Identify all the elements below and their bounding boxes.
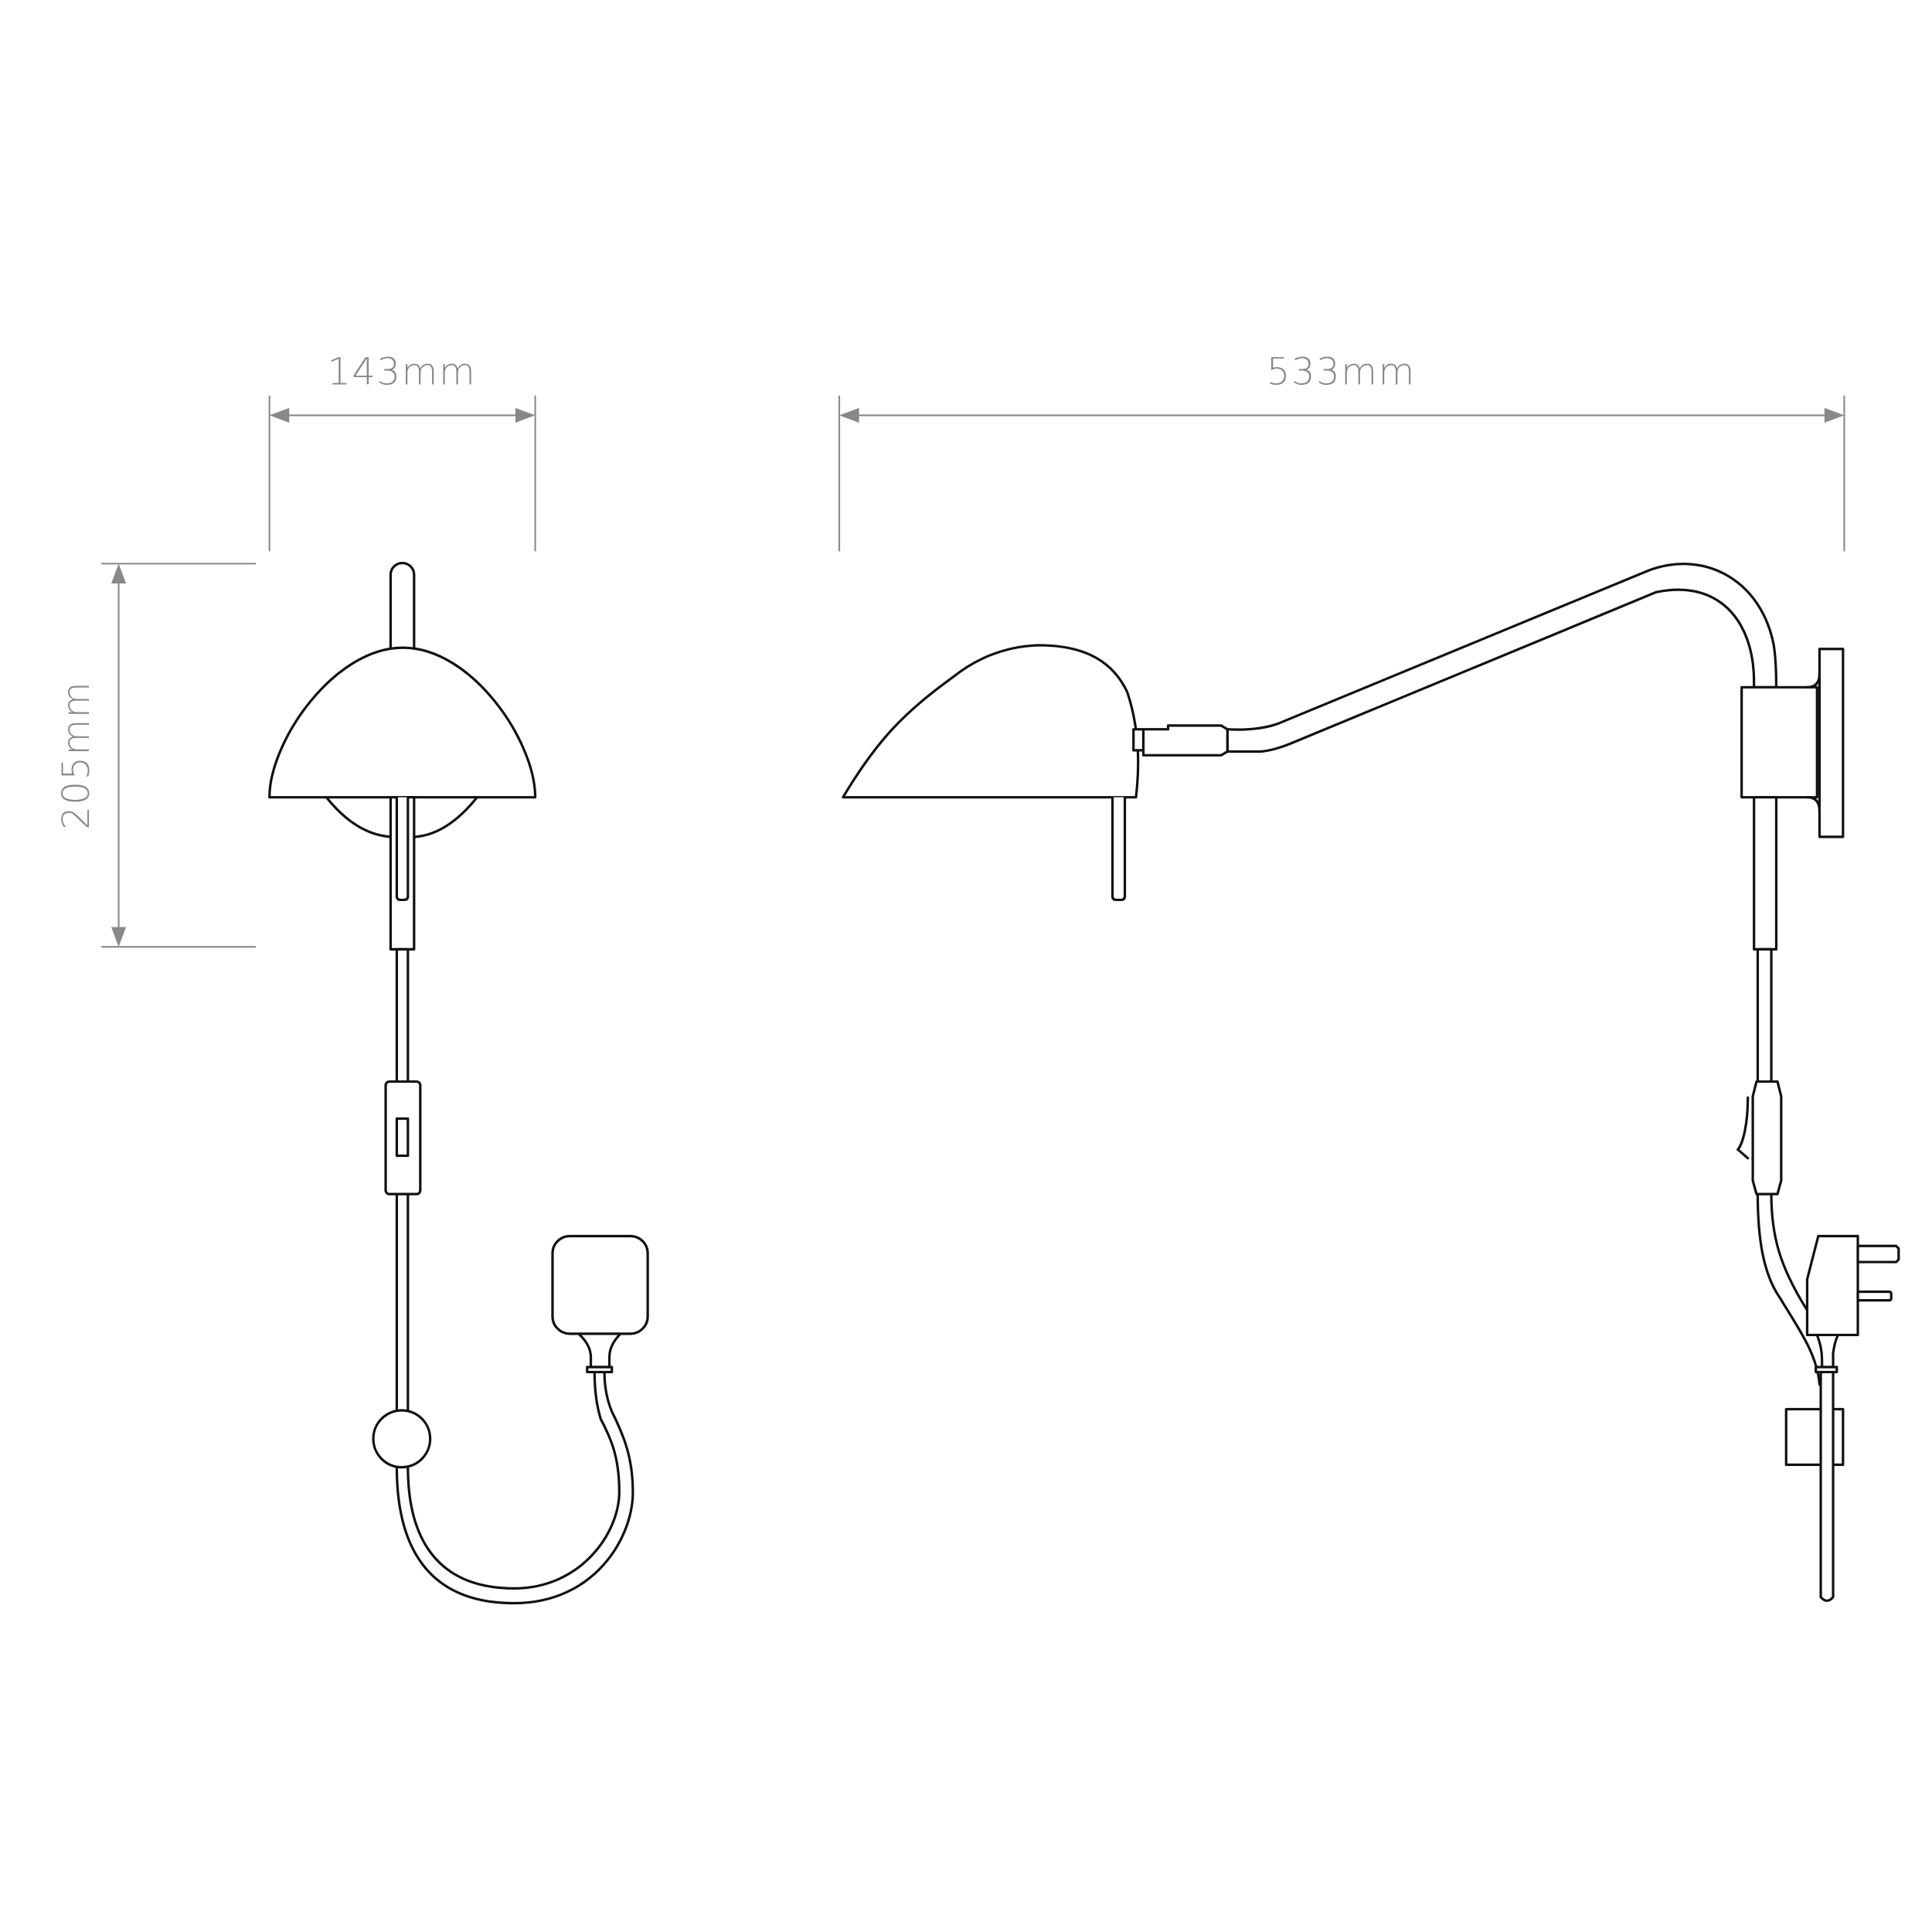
side-cord-lower (1819, 1370, 1835, 1602)
front-top-stem (389, 562, 416, 649)
side-shade (842, 644, 1140, 799)
side-wall-plate (1818, 648, 1845, 838)
side-joint (1132, 728, 1145, 752)
front-cord-middle (395, 1192, 410, 1413)
front-plug-body (551, 1234, 649, 1335)
side-lower-stem (1753, 796, 1778, 951)
dimension-height: 205mm (55, 563, 257, 948)
side-rod (1111, 797, 1127, 902)
side-wall-bracket (1740, 685, 1818, 799)
front-cord-ball (372, 1409, 432, 1469)
front-shade (268, 646, 537, 799)
side-arm-connector (1141, 724, 1229, 757)
side-plug-collar (1815, 1366, 1838, 1374)
front-view (268, 562, 649, 1605)
side-switch-toggle (1736, 1096, 1750, 1160)
side-inline-switch (1751, 1080, 1783, 1196)
side-plug-pin-top (1856, 1244, 1900, 1264)
side-plug-pin-bottom (1856, 1290, 1893, 1302)
dimension-width-side: 533mm (838, 350, 1845, 552)
side-plug-neck (1815, 1333, 1840, 1369)
dimension-label-width-front: 143mm (327, 350, 476, 393)
side-cord-curve (1756, 1192, 1821, 1386)
dimension-label-width-side: 533mm (1267, 350, 1416, 393)
front-cord-loop (395, 1370, 634, 1605)
front-plug-neck (577, 1332, 622, 1369)
side-plug-body (1805, 1234, 1859, 1337)
front-bulb-guard (325, 796, 479, 838)
front-switch-button (395, 1117, 410, 1158)
side-cord-clip (1784, 1407, 1845, 1466)
side-view (842, 563, 1900, 1602)
dimension-width-front: 143mm (268, 350, 536, 552)
side-arm (1226, 563, 1778, 753)
front-cord-upper (395, 947, 410, 1083)
front-plug-collar (586, 1366, 614, 1374)
front-inner-rod (395, 797, 410, 902)
side-cord-upper (1756, 947, 1773, 1083)
dimension-label-height: 205mm (55, 681, 98, 830)
